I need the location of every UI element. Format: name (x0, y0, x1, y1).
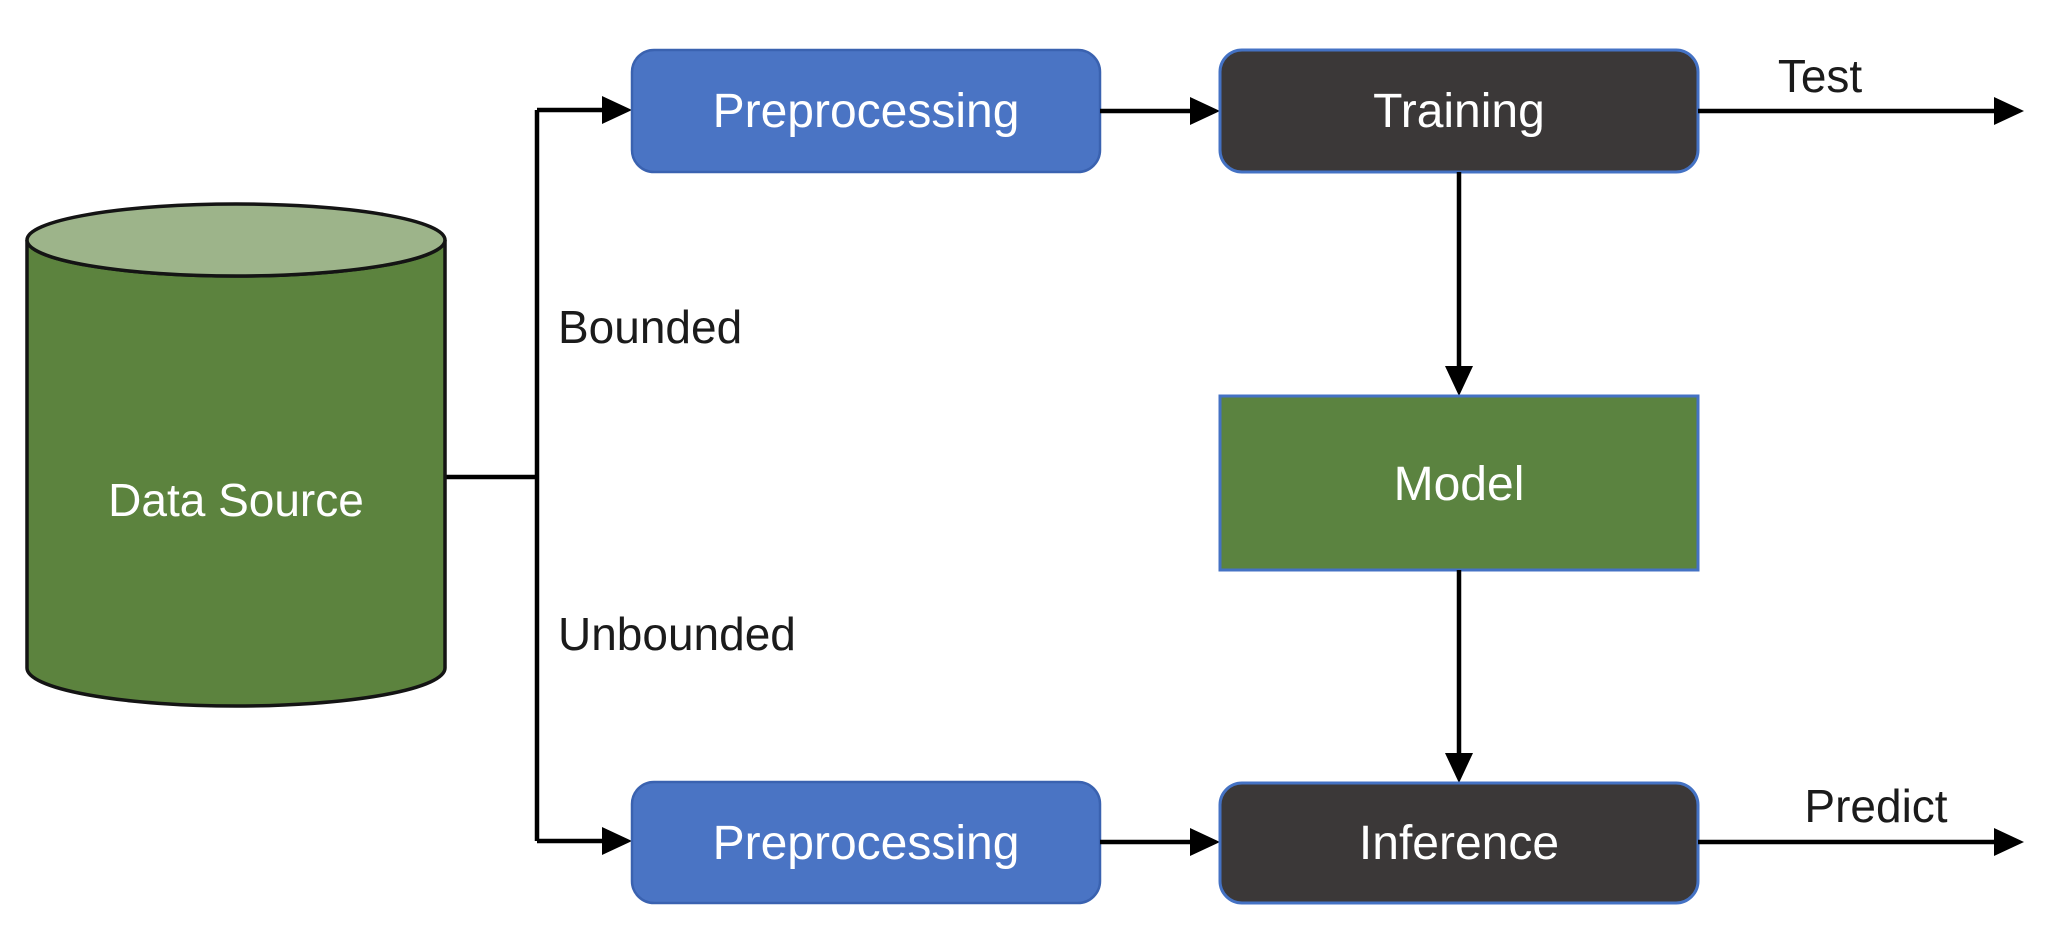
inference-node: Inference (1218, 781, 1700, 905)
cylinder-body (25, 239, 447, 708)
preprocessing-top-label: Preprocessing (713, 85, 1020, 138)
predict-label: Predict (1804, 780, 1947, 832)
branch-connector-line (445, 110, 540, 841)
arrowhead (602, 96, 632, 124)
inference-label: Inference (1359, 817, 1559, 870)
arrowhead (1994, 97, 2024, 125)
arrowhead (1190, 828, 1220, 856)
preprocessing-to-training-arrow (1100, 97, 1220, 125)
preprocessing-to-inference-arrow (1100, 828, 1220, 856)
model-label: Model (1394, 458, 1525, 511)
cylinder-top-face (25, 202, 447, 278)
arrowhead (1190, 97, 1220, 125)
model-to-inference-arrow (1445, 570, 1473, 783)
test-output-arrow (1698, 97, 2024, 125)
preprocessing-bottom-node: Preprocessing (630, 780, 1102, 905)
arrowhead (602, 827, 632, 855)
test-label: Test (1778, 50, 1863, 102)
preprocessing-bottom-label: Preprocessing (713, 817, 1020, 870)
bounded-branch-arrow (537, 96, 632, 124)
data-source-label: Data Source (108, 474, 364, 526)
bounded-label: Bounded (558, 301, 742, 353)
arrowhead (1445, 366, 1473, 396)
predict-output-arrow (1698, 828, 2024, 856)
preprocessing-top-node: Preprocessing (630, 48, 1102, 174)
arrowhead (1445, 753, 1473, 783)
training-label: Training (1373, 85, 1545, 138)
data-source-node: Data Source (25, 202, 447, 708)
training-to-model-arrow (1445, 172, 1473, 396)
training-node: Training (1218, 48, 1700, 174)
arrowhead (1994, 828, 2024, 856)
unbounded-label: Unbounded (558, 608, 796, 660)
model-node: Model (1218, 394, 1700, 572)
unbounded-branch-arrow (537, 827, 632, 855)
